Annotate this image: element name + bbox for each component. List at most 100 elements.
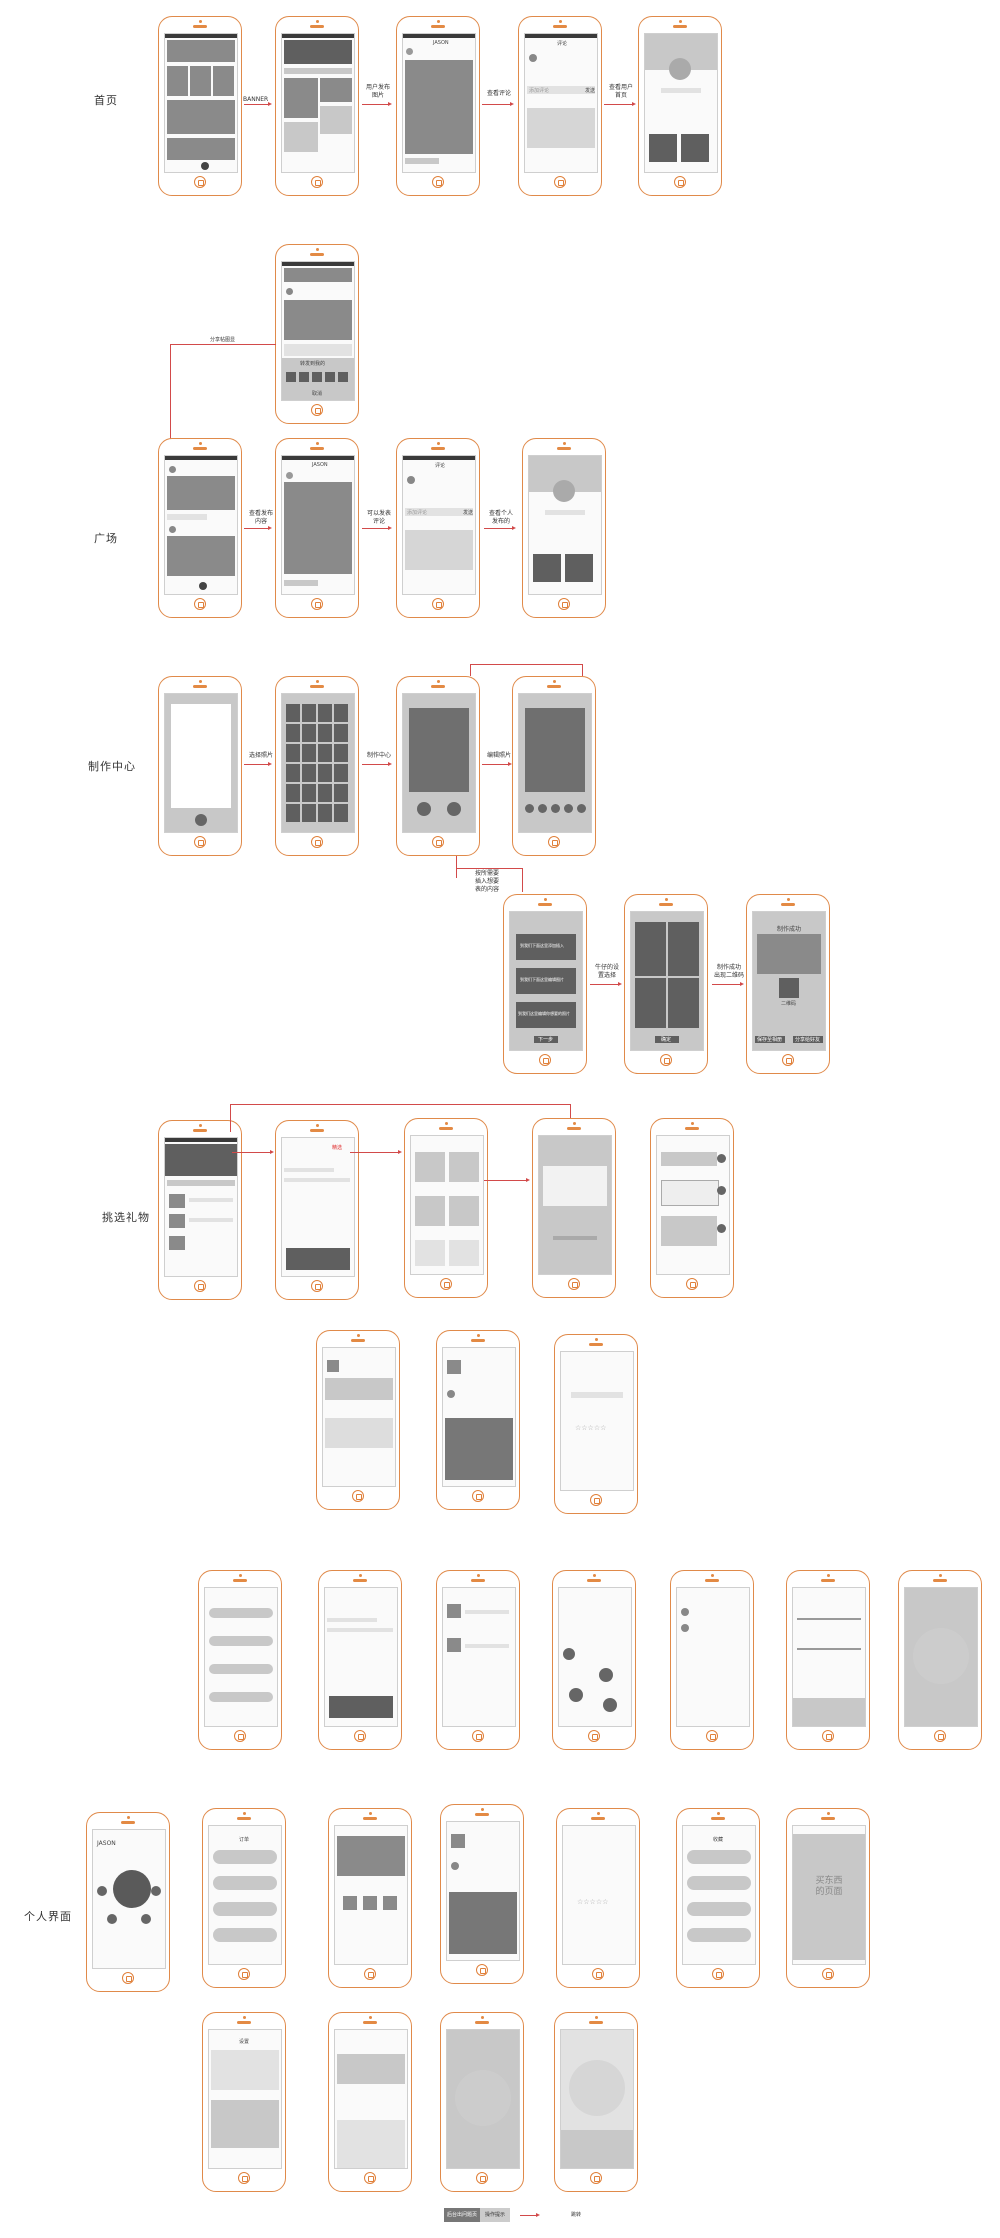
template-thumb[interactable] <box>302 744 316 762</box>
home-button[interactable] <box>660 1054 672 1066</box>
template-thumb[interactable] <box>318 804 332 822</box>
phone-make-4[interactable] <box>512 676 596 856</box>
home-button[interactable] <box>354 1730 366 1742</box>
home-button[interactable] <box>440 1278 452 1290</box>
template-thumb[interactable] <box>286 704 300 722</box>
template-thumb[interactable] <box>302 804 316 822</box>
template-thumb[interactable] <box>286 784 300 802</box>
cancel-button[interactable]: 取消 <box>312 391 323 397</box>
home-button[interactable] <box>234 1730 246 1742</box>
template-thumb[interactable] <box>302 784 316 802</box>
home-button[interactable] <box>364 1968 376 1980</box>
template-thumb[interactable] <box>302 724 316 742</box>
phone-r8-4[interactable] <box>440 1804 524 1984</box>
home-button[interactable] <box>934 1730 946 1742</box>
phone-gift-1[interactable] <box>158 1120 242 1300</box>
template-thumb[interactable] <box>318 724 332 742</box>
phone-r7-7[interactable] <box>898 1570 982 1750</box>
home-button[interactable] <box>590 1494 602 1506</box>
template-thumb[interactable] <box>334 704 348 722</box>
next-button[interactable]: 下一步 <box>538 1037 554 1043</box>
template-thumb[interactable] <box>334 804 348 822</box>
home-button[interactable] <box>539 1054 551 1066</box>
home-button[interactable] <box>558 598 570 610</box>
add-comment-input[interactable]: 添加评论 <box>529 88 550 94</box>
home-button[interactable] <box>122 1972 134 1984</box>
option-3[interactable]: 到我们这里编辑你想要的照片 <box>518 1011 570 1016</box>
phone-r9-3[interactable] <box>440 2012 524 2192</box>
home-button[interactable] <box>311 176 323 188</box>
phone-detail-1[interactable] <box>316 1330 400 1510</box>
home-button[interactable] <box>352 1490 364 1502</box>
phone-make-3[interactable] <box>396 676 480 856</box>
home-button[interactable] <box>472 1730 484 1742</box>
template-thumb[interactable] <box>334 744 348 762</box>
save-button[interactable]: 保存至相册 <box>757 1037 783 1043</box>
home-button[interactable] <box>782 1054 794 1066</box>
home-button[interactable] <box>822 1730 834 1742</box>
home-button[interactable] <box>590 2172 602 2184</box>
phone-square-2[interactable]: JASON <box>275 438 359 618</box>
template-thumb[interactable] <box>318 764 332 782</box>
phone-r7-1[interactable] <box>198 1570 282 1750</box>
phone-r7-5[interactable] <box>670 1570 754 1750</box>
phone-make-5[interactable]: 到我们下面这里添加插入 到我们下面这里编辑图片 到我们这里编辑你想要的照片 下一… <box>503 894 587 1074</box>
phone-gift-4[interactable] <box>532 1118 616 1298</box>
phone-r8-3[interactable] <box>328 1808 412 1988</box>
phone-detail-3[interactable]: ☆☆☆☆☆ <box>554 1334 638 1514</box>
confirm-button[interactable]: 确定 <box>661 1037 672 1043</box>
home-button[interactable] <box>592 1968 604 1980</box>
home-button[interactable] <box>194 1280 206 1292</box>
template-thumb[interactable] <box>318 784 332 802</box>
phone-r9-4[interactable] <box>554 2012 638 2192</box>
home-button[interactable] <box>476 1964 488 1976</box>
phone-detail-2[interactable] <box>436 1330 520 1510</box>
home-button[interactable] <box>432 176 444 188</box>
template-thumb[interactable] <box>302 764 316 782</box>
phone-make-2[interactable] <box>275 676 359 856</box>
phone-home-2[interactable] <box>275 16 359 196</box>
phone-square-1[interactable] <box>158 438 242 618</box>
phone-gift-5[interactable] <box>650 1118 734 1298</box>
template-thumb[interactable] <box>302 704 316 722</box>
template-thumb[interactable] <box>334 784 348 802</box>
template-thumb[interactable] <box>334 764 348 782</box>
template-thumb[interactable] <box>286 744 300 762</box>
phone-make-7[interactable]: 制作成功 二维码 保存至相册 分享给好友 <box>746 894 830 1074</box>
home-button[interactable] <box>364 2172 376 2184</box>
phone-r7-6[interactable] <box>786 1570 870 1750</box>
phone-personal-1[interactable]: JASON <box>86 1812 170 1992</box>
send-button[interactable]: 发送 <box>585 88 596 94</box>
home-button[interactable] <box>686 1278 698 1290</box>
phone-r8-5[interactable]: ☆☆☆☆☆ <box>556 1808 640 1988</box>
phone-buy-page[interactable]: 买东西 的页面 <box>786 1808 870 1988</box>
home-button[interactable] <box>548 836 560 848</box>
phone-home-1[interactable] <box>158 16 242 196</box>
phone-home-5[interactable] <box>638 16 722 196</box>
home-button[interactable] <box>472 1490 484 1502</box>
phone-order[interactable]: 订单 <box>202 1808 286 1988</box>
home-button[interactable] <box>706 1730 718 1742</box>
template-thumb[interactable] <box>318 704 332 722</box>
home-button[interactable] <box>194 176 206 188</box>
phone-r7-2[interactable] <box>318 1570 402 1750</box>
template-thumb[interactable] <box>286 764 300 782</box>
template-thumb[interactable] <box>286 804 300 822</box>
template-thumb[interactable] <box>318 744 332 762</box>
add-comment-input[interactable]: 添加评论 <box>407 510 428 516</box>
send-button[interactable]: 发送 <box>463 510 474 516</box>
home-button[interactable] <box>311 404 323 416</box>
home-button[interactable] <box>194 598 206 610</box>
template-thumb[interactable] <box>334 724 348 742</box>
template-thumb[interactable] <box>286 724 300 742</box>
phone-r9-2[interactable] <box>328 2012 412 2192</box>
phone-square-3[interactable]: 评论 添加评论 发送 <box>396 438 480 618</box>
phone-home-3[interactable]: JASON <box>396 16 480 196</box>
home-button[interactable] <box>568 1278 580 1290</box>
home-button[interactable] <box>674 176 686 188</box>
home-button[interactable] <box>311 598 323 610</box>
home-button[interactable] <box>554 176 566 188</box>
phone-gift-2[interactable]: 精选 <box>275 1120 359 1300</box>
home-button[interactable] <box>476 2172 488 2184</box>
home-button[interactable] <box>712 1968 724 1980</box>
